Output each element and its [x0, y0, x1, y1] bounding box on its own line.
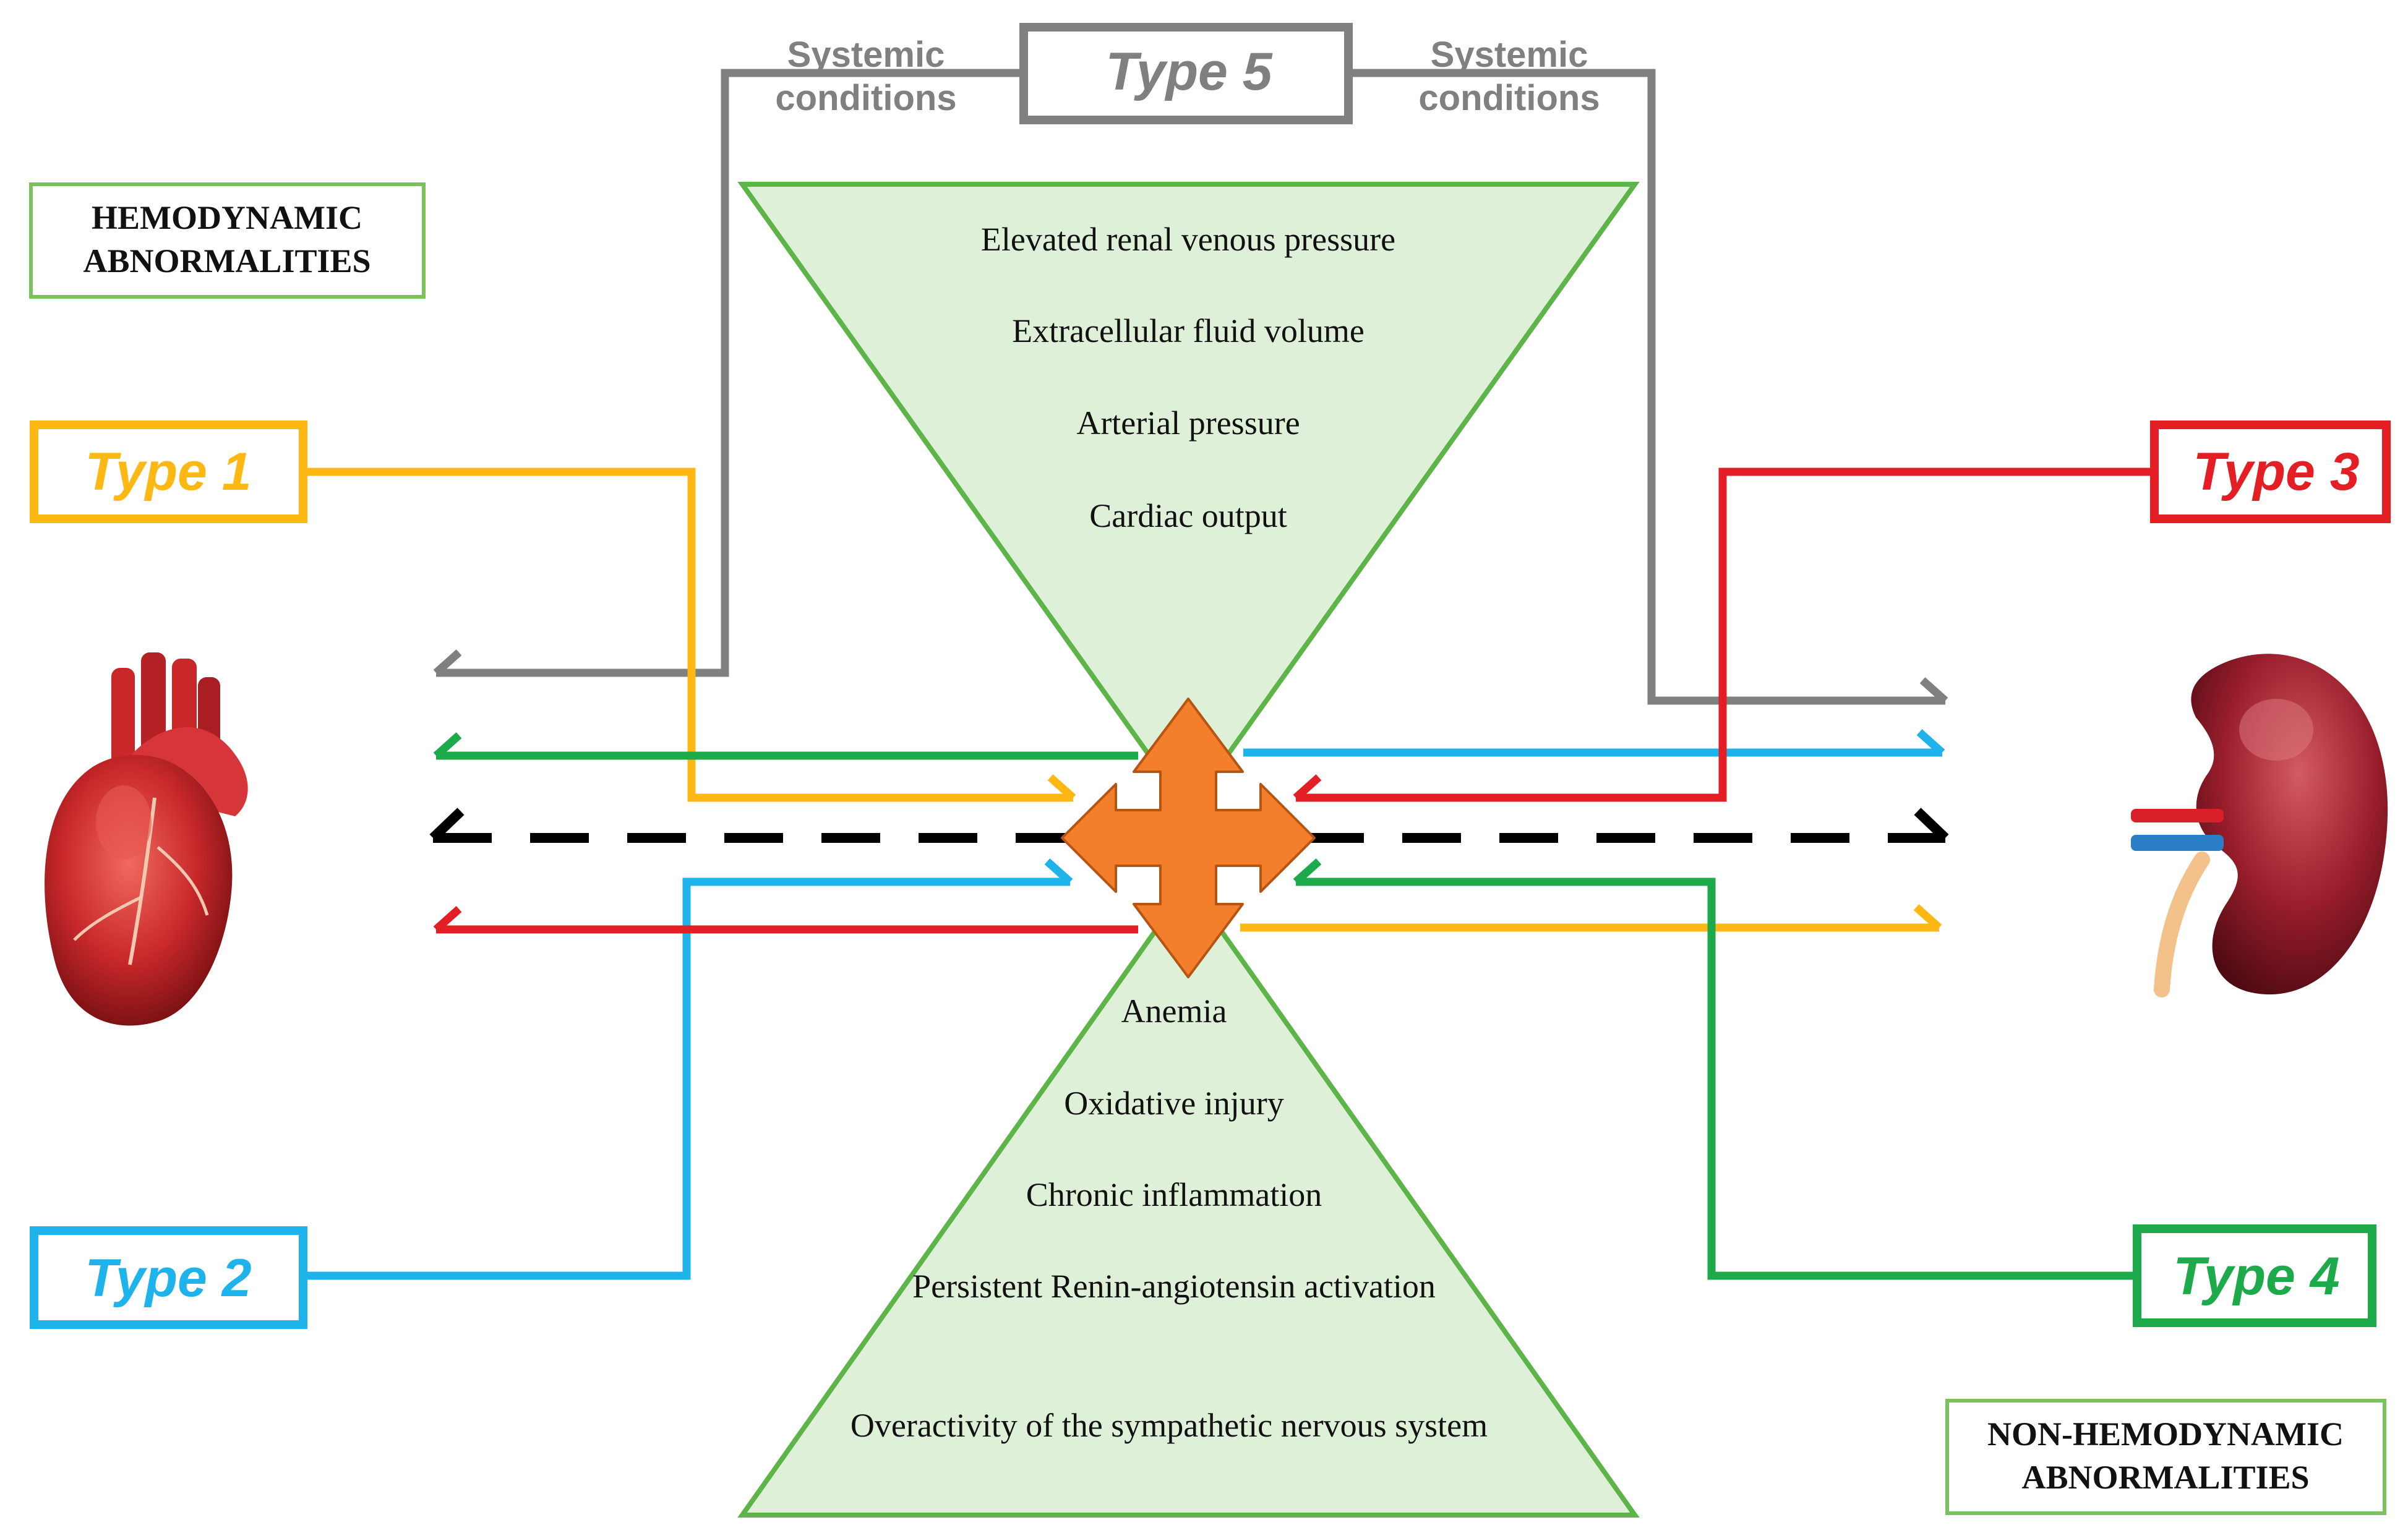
type5-label: Type 5 [1105, 42, 1272, 101]
non-hemodynamic-label-line1: NON-HEMODYNAMIC [1987, 1416, 2344, 1453]
non-hemodynamic-label-line2: ABNORMALITIES [2021, 1459, 2309, 1496]
hemodynamic-box [29, 182, 426, 299]
kidney-icon [2131, 654, 2388, 997]
hemodynamic-label-line2: ABNORMALITIES [83, 242, 371, 280]
lower-item-2: Oxidative injury [1064, 1085, 1283, 1122]
type2-connector [303, 729, 1945, 1280]
type1-box[interactable] [30, 421, 307, 523]
type3-connector [433, 468, 2154, 934]
lower-item-3: Chronic inflammation [1026, 1176, 1322, 1213]
heart-icon [45, 652, 248, 1026]
upper-triangle [737, 182, 1640, 814]
systemic-left-line1: Systemic [787, 35, 945, 75]
systemic-right-line1: Systemic [1431, 35, 1588, 75]
type4-box[interactable] [2133, 1224, 2376, 1327]
type5-connector [433, 69, 1948, 705]
non-hemodynamic-box [1945, 1399, 2386, 1515]
type2-label: Type 2 [85, 1249, 251, 1308]
upper-item-2: Extracellular fluid volume [1012, 312, 1365, 349]
type3-box[interactable] [2150, 421, 2391, 523]
upper-item-3: Arterial pressure [1076, 404, 1300, 442]
center-four-way-arrow [1061, 698, 1316, 978]
upper-item-1: Elevated renal venous pressure [981, 221, 1395, 258]
type1-label: Type 1 [85, 442, 251, 502]
type1-connector [303, 468, 1942, 932]
type2-box[interactable] [30, 1226, 307, 1329]
systemic-left-line2: conditions [775, 78, 956, 118]
type4-label: Type 4 [2173, 1247, 2339, 1306]
lower-item-4: Persistent Renin-angiotensin activation [912, 1268, 1436, 1305]
upper-item-4: Cardiac output [1089, 497, 1287, 534]
lower-item-1: Anemia [1121, 993, 1227, 1030]
type3-label: Type 3 [2193, 442, 2359, 502]
lower-item-5: Overactivity of the sympathetic nervous … [851, 1407, 1488, 1444]
systemic-right-line2: conditions [1418, 78, 1600, 118]
type5-box[interactable] [1019, 23, 1353, 124]
type4-connector [433, 732, 2137, 1280]
bidirectional-dashed-arrow [429, 808, 1949, 843]
hemodynamic-label-line1: HEMODYNAMIC [92, 199, 362, 236]
lower-triangle [737, 880, 1640, 1518]
